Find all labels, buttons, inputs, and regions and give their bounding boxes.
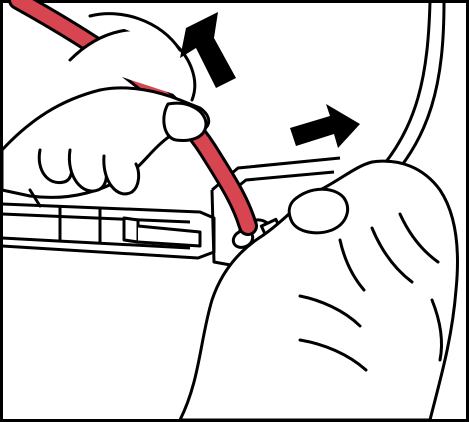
instruction-illustration (0, 0, 469, 422)
illustration-canvas (0, 0, 469, 422)
